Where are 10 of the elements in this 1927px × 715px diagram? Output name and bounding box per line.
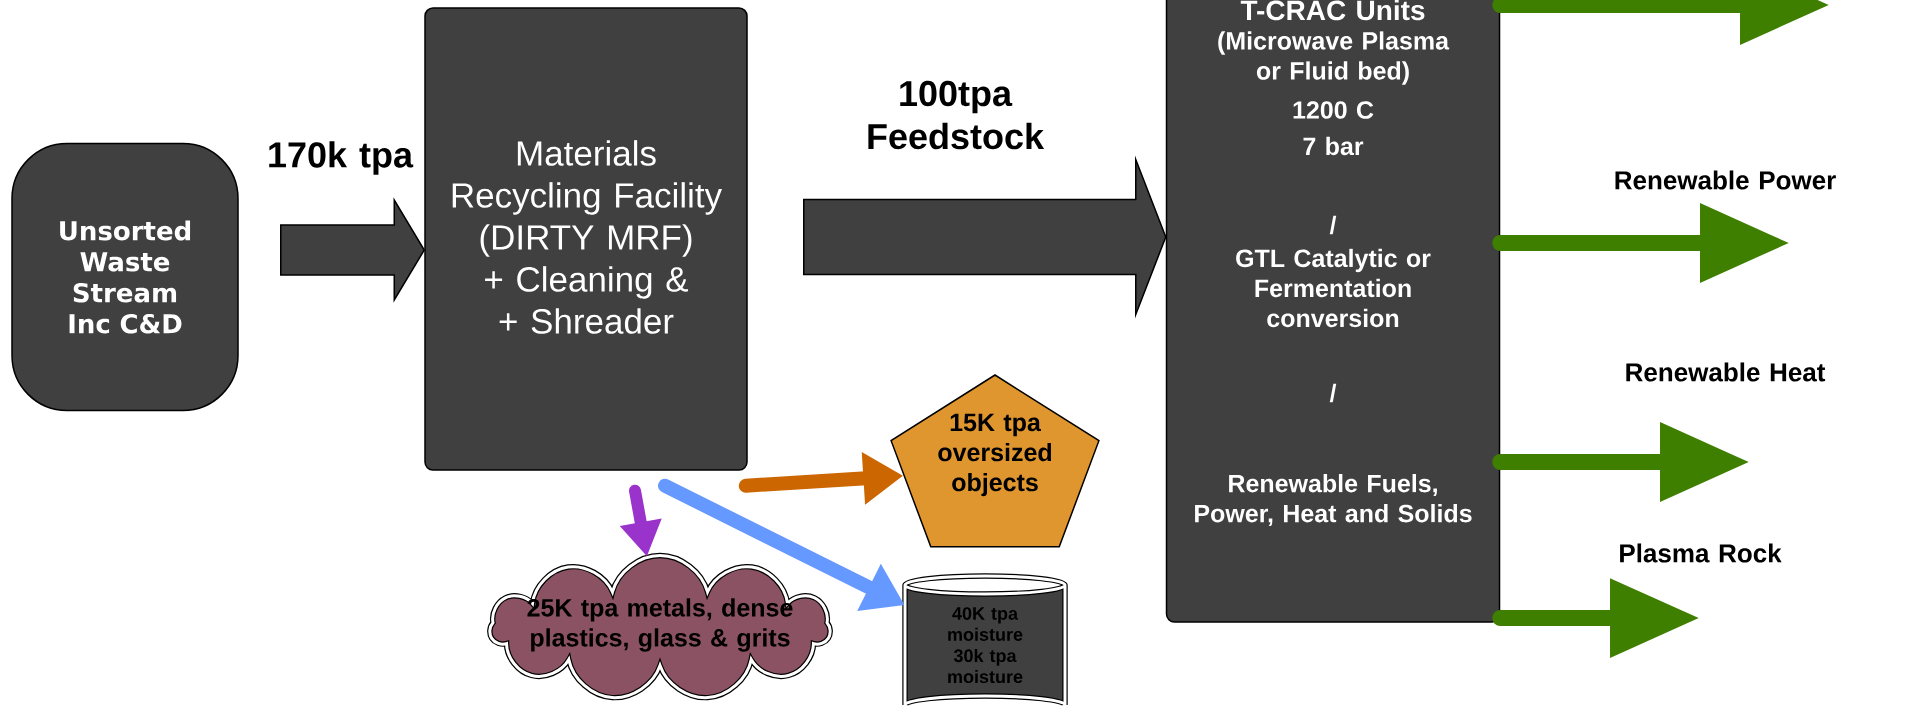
edge-label: Plasma Rock [1620,543,1782,563]
block-arrow [280,197,426,303]
block-arrow [803,155,1167,319]
process-box: Materials Recycling Facility (DIRTY MRF) + Cleaning & + Shreader [424,7,748,471]
edge-label: Renewable Heat [1626,362,1826,382]
process-box: T-CRAC Units (Microwave Plasma or Fluid bed) 1200 C 7 bar / GTL Catalytic or Fermentation conversion / Renewable Fuels, Power, Heat and Solids [1165,0,1501,623]
edge-label: Renewable Power [1615,170,1836,190]
edge-label: 170k tpa [269,141,414,175]
waste-drum: Unsorted Waste Stream Inc C&D [11,142,239,412]
edge-label: 100tpa Feedstock [868,80,1045,150]
